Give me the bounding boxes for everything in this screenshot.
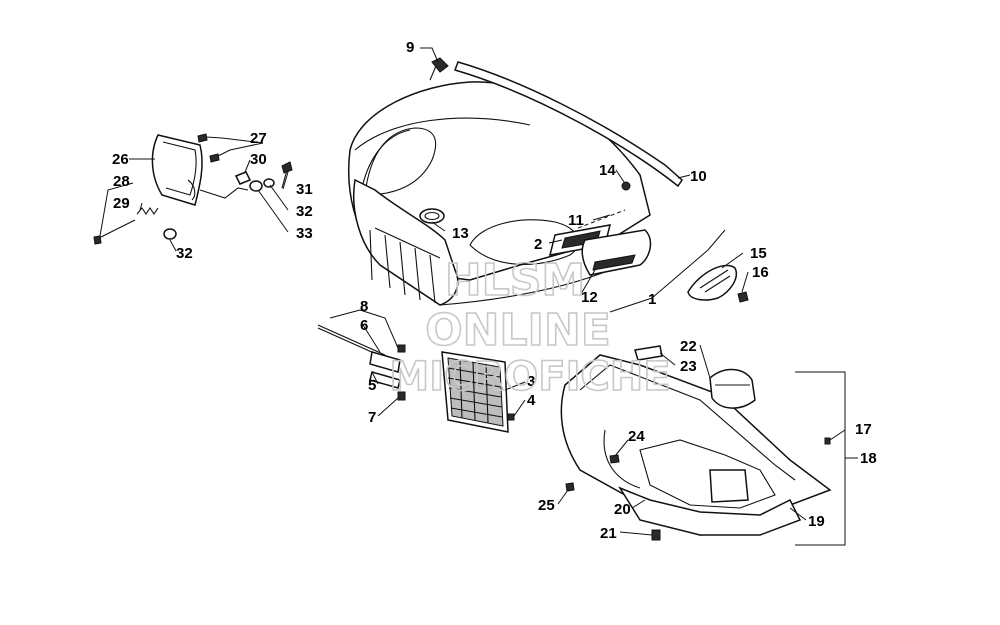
callout-18: 18	[860, 450, 877, 467]
callout-17: 17	[855, 421, 872, 438]
latch-assembly	[634, 345, 756, 409]
callout-9: 9	[406, 39, 414, 56]
bracket-part	[369, 344, 406, 401]
emblem	[419, 208, 445, 224]
plug-part	[621, 181, 631, 191]
watermark-line-2: ONLINE	[425, 305, 611, 356]
callout-12: 12	[581, 289, 598, 306]
watermark-line-3: MICROFICHE	[389, 354, 670, 400]
callout-7: 7	[368, 409, 376, 426]
headlight-assembly	[93, 133, 293, 245]
callout-14: 14	[599, 162, 616, 179]
callout-29: 29	[113, 195, 130, 212]
callout-28: 28	[113, 173, 130, 190]
callout-1: 1	[648, 291, 656, 308]
callout-10: 10	[690, 168, 707, 185]
callout-30: 30	[250, 151, 267, 168]
callout-22: 22	[680, 338, 697, 355]
trim-strip	[454, 61, 683, 188]
callout-25: 25	[538, 497, 555, 514]
callout-2: 2	[534, 236, 542, 253]
callout-6: 6	[360, 317, 368, 334]
mesh-screen	[441, 351, 515, 433]
decal-assembly	[548, 209, 652, 276]
fasteners	[565, 437, 831, 541]
callout-31: 31	[296, 181, 313, 198]
callout-26: 26	[112, 151, 129, 168]
callout-4: 4	[527, 392, 536, 409]
callout-23: 23	[680, 358, 697, 375]
callout-13: 13	[452, 225, 469, 242]
callout-8: 8	[360, 298, 368, 315]
callout-16: 16	[752, 264, 769, 281]
callout-33: 33	[296, 225, 313, 242]
lower-tray	[560, 354, 832, 536]
callout-32b: 32	[176, 245, 193, 262]
screw-16	[737, 291, 749, 303]
callout-27: 27	[250, 130, 267, 147]
leader-lines	[99, 47, 858, 546]
callout-11: 11	[568, 212, 584, 229]
callout-24: 24	[628, 428, 645, 445]
callout-15: 15	[750, 245, 767, 262]
callout-5: 5	[368, 377, 376, 394]
callout-32a: 32	[296, 203, 313, 220]
callout-3: 3	[527, 373, 535, 390]
callout-labels: 1 2 3 4 5 6 7 8 9 10 11 12 13 14 15 16 1…	[112, 39, 877, 542]
watermark: HLSM ONLINE MICROFICHE	[389, 254, 672, 401]
watermark-line-1: HLSM	[445, 255, 585, 306]
callout-21: 21	[600, 525, 617, 542]
callout-20: 20	[614, 501, 631, 518]
callout-19: 19	[808, 513, 825, 530]
side-vent	[687, 264, 737, 301]
pin-part	[429, 57, 449, 81]
